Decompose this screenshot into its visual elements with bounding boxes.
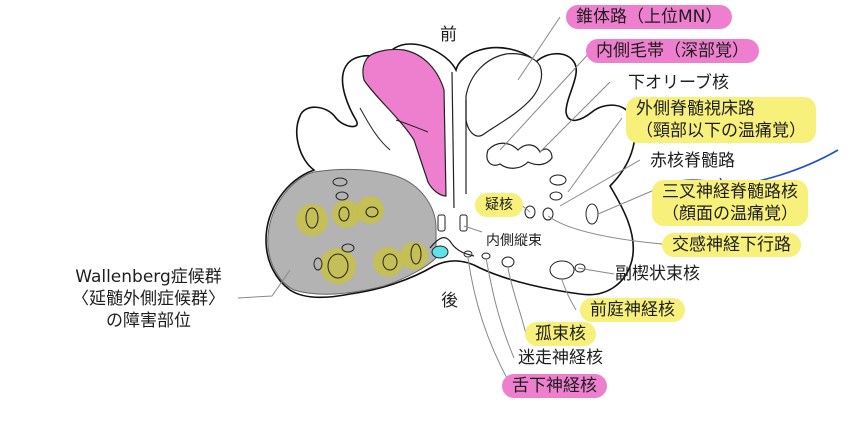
accessory-cuneate-label: 副楔状束核 bbox=[615, 264, 700, 284]
lesion-spot bbox=[400, 242, 428, 270]
mlf-label: 内側縦束 bbox=[486, 233, 542, 249]
wallenberg-line2: 〈延髄外側症候群〉 bbox=[72, 289, 225, 309]
pyramidal-tract-label: 錐体路（上位MN） bbox=[566, 5, 733, 29]
spinothalamic-line2: （頸部以下の温痛覚） bbox=[636, 121, 806, 141]
spinothalamic-line1: 外側脊髄視床路 bbox=[636, 99, 755, 119]
solitary-label: 孤束核 bbox=[525, 322, 596, 346]
hypoglossal-label: 舌下神経核 bbox=[502, 374, 607, 398]
medial-lemniscus-label: 内側毛帯（深部覚） bbox=[586, 39, 759, 63]
wallenberg-line3: の障害部位 bbox=[106, 311, 191, 331]
trigeminal-line1: 三叉神経脊髄路核 bbox=[662, 182, 798, 202]
wallenberg-line1: Wallenberg症候群 bbox=[75, 267, 222, 287]
nucleus-ambiguus-label: 疑核 bbox=[475, 193, 523, 217]
vagus-label: 迷走神経核 bbox=[518, 348, 603, 368]
lesion-spot bbox=[332, 200, 360, 228]
lesion-spot bbox=[356, 196, 384, 224]
inferior-olive-label: 下オリーブ核 bbox=[628, 73, 729, 93]
back-label: 後 bbox=[441, 291, 458, 311]
rubrospinal-label: 赤核脊髄路 bbox=[650, 151, 735, 171]
vestibular-label: 前庭神経核 bbox=[580, 298, 685, 322]
pyramidal-tract-right bbox=[465, 53, 543, 137]
lesion-spot bbox=[320, 248, 356, 284]
front-label: 前 bbox=[440, 25, 457, 45]
lesion-spot bbox=[296, 204, 328, 236]
spinothalamic-label: 外側脊髄視床路 （頸部以下の温痛覚） bbox=[626, 97, 816, 143]
trigeminal-line2: （顔面の温痛覚） bbox=[662, 204, 798, 224]
lesion-spot bbox=[373, 247, 403, 277]
sympathetic-label: 交感神経下行路 bbox=[662, 233, 801, 257]
inferior-olive bbox=[486, 142, 553, 169]
trigeminal-label: 三叉神経脊髄路核 （顔面の温痛覚） bbox=[652, 180, 808, 226]
wallenberg-label: Wallenberg症候群 〈延髄外側症候群〉 の障害部位 bbox=[72, 266, 225, 332]
hypoglossal-nucleus-highlight bbox=[431, 245, 449, 259]
leader-lines bbox=[237, 16, 667, 385]
